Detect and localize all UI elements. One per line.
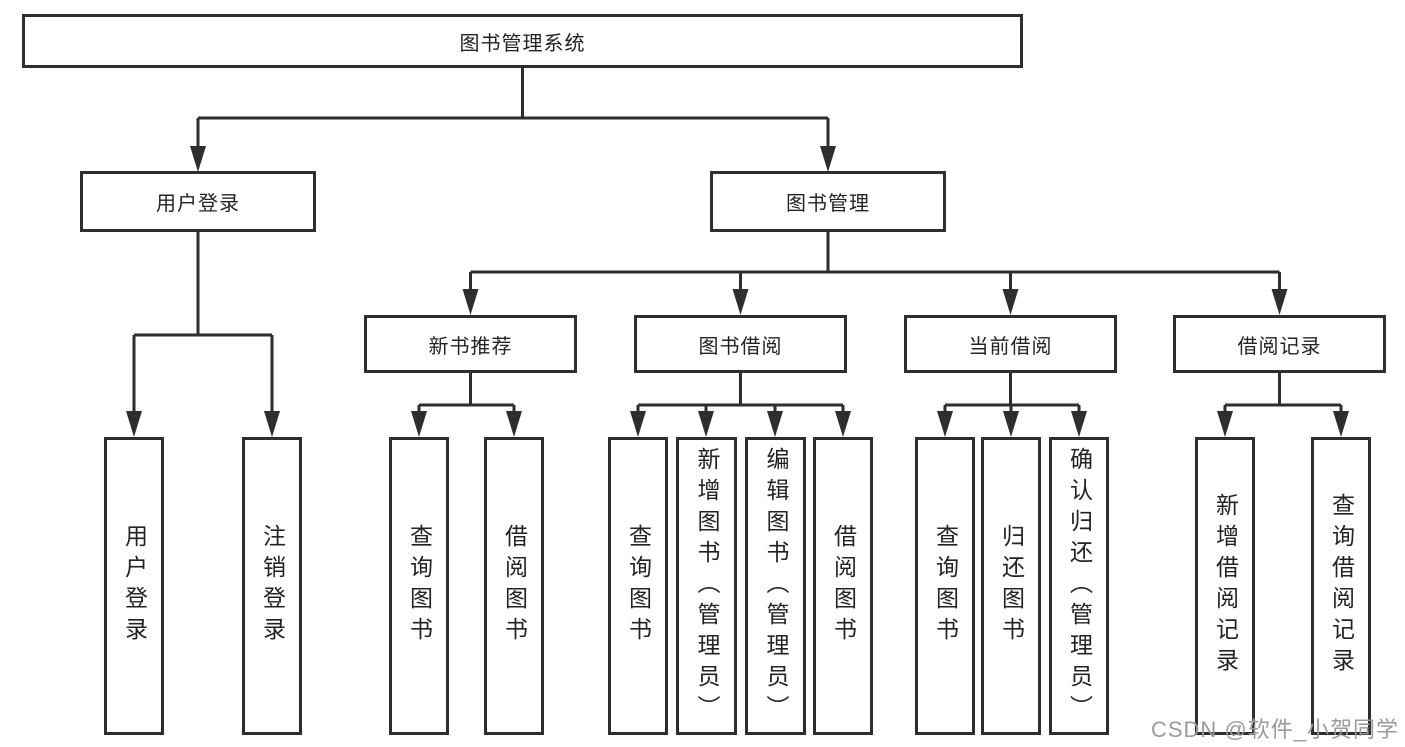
- leaf-label: 借阅图书: [830, 524, 857, 648]
- leaf-label: 查询借阅记录: [1328, 493, 1355, 679]
- leaf-borrow-books: 借阅图书: [813, 437, 873, 735]
- leaf-confirm-return-admin: 确认归还（管理员）: [1049, 437, 1109, 735]
- leaf-label: 查询图书: [406, 524, 433, 648]
- node-book-management: 图书管理: [710, 171, 946, 232]
- node-new-book-recommend: 新书推荐: [364, 315, 577, 373]
- node-root-library-system: 图书管理系统: [22, 14, 1023, 68]
- leaf-query-books-current: 查询图书: [915, 437, 975, 735]
- leaf-label: 编辑图书（管理员）: [763, 446, 789, 726]
- leaf-user-login: 用户登录: [104, 437, 164, 735]
- leaf-edit-books-admin: 编辑图书（管理员）: [745, 437, 806, 735]
- leaf-return-books: 归还图书: [981, 437, 1041, 735]
- node-label: 借阅记录: [1237, 335, 1322, 358]
- node-label: 用户登录: [156, 193, 240, 215]
- leaf-label: 用户登录: [121, 524, 148, 648]
- leaf-label: 查询图书: [625, 524, 652, 648]
- csdn-watermark: CSDN @软件_小贺同学: [1150, 717, 1399, 742]
- node-label: 图书管理: [786, 193, 870, 215]
- leaf-label: 确认归还（管理员）: [1066, 446, 1093, 726]
- leaf-label: 注销登录: [259, 524, 286, 648]
- node-borrowing-records: 借阅记录: [1173, 315, 1386, 373]
- leaf-label: 新增图书（管理员）: [694, 446, 720, 726]
- node-book-borrowing: 图书借阅: [634, 315, 847, 373]
- leaf-query-books-recommend: 查询图书: [389, 437, 449, 735]
- node-label: 图书借阅: [698, 335, 783, 358]
- leaf-borrow-books-recommend: 借阅图书: [484, 437, 544, 735]
- leaf-label: 借阅图书: [501, 524, 528, 648]
- leaf-logout: 注销登录: [242, 437, 302, 735]
- leaf-query-borrow-record: 查询借阅记录: [1311, 437, 1371, 735]
- node-label: 图书管理系统: [459, 32, 586, 55]
- leaf-query-books-borrow: 查询图书: [608, 437, 668, 735]
- leaf-label: 新增借阅记录: [1212, 493, 1239, 679]
- node-label: 新书推荐: [428, 335, 513, 358]
- leaf-add-borrow-record: 新增借阅记录: [1195, 437, 1255, 735]
- leaf-label: 查询图书: [932, 524, 959, 648]
- node-current-borrowing: 当前借阅: [904, 315, 1117, 373]
- node-user-login: 用户登录: [80, 171, 316, 232]
- node-label: 当前借阅: [968, 335, 1053, 358]
- leaf-label: 归还图书: [998, 524, 1025, 648]
- leaf-add-books-admin: 新增图书（管理员）: [676, 437, 737, 735]
